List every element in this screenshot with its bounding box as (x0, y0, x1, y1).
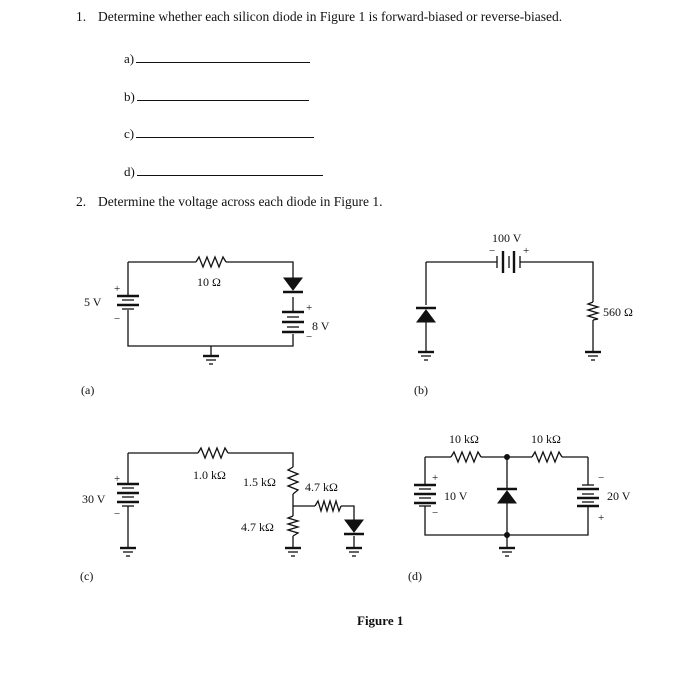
polarity-minus: − (598, 472, 604, 484)
circuit-b: − + 100 V 560 Ω (b) (414, 231, 633, 397)
ground-icon (418, 350, 434, 361)
polarity-minus: − (114, 508, 120, 520)
diode-icon (497, 487, 517, 504)
resistor-label: 560 Ω (603, 305, 633, 319)
resistor-label: 10 kΩ (531, 432, 561, 446)
diode-icon (416, 306, 436, 323)
junction-dot (504, 454, 510, 460)
source-label-100v: 100 V (492, 231, 522, 245)
resistor-label: 1.0 kΩ (193, 468, 226, 482)
source-label-5v: 5 V (84, 295, 102, 309)
answer-blank[interactable] (136, 50, 311, 63)
ground-icon (499, 546, 515, 557)
resistor-icon (314, 498, 342, 514)
resistor-icon (531, 450, 563, 464)
answer-label: a) (124, 51, 135, 66)
question-number: 2. (76, 194, 87, 209)
answer-line-b[interactable]: b) (124, 88, 309, 105)
polarity-minus: − (489, 245, 495, 257)
polarity-plus: + (432, 472, 438, 484)
polarity-plus: + (598, 512, 604, 524)
resistor-icon (450, 450, 482, 464)
battery-icon (496, 251, 521, 273)
ground-icon (585, 350, 601, 361)
answer-label: d) (124, 164, 135, 179)
resistor-icon (585, 301, 601, 321)
resistor-label: 4.7 kΩ (305, 480, 338, 494)
ground-icon (120, 546, 136, 557)
answer-blank[interactable] (136, 163, 323, 176)
polarity-minus: − (114, 313, 120, 325)
source-label-10v: 10 V (444, 489, 468, 503)
source-label-8v: 8 V (312, 319, 330, 333)
question-text: Determine the voltage across each diode … (98, 194, 383, 209)
circuit-d: + − − + 10 kΩ 10 kΩ 10 V 20 V (d) (408, 432, 631, 583)
battery-icon (577, 484, 599, 508)
question-text: Determine whether each silicon diode in … (98, 9, 563, 24)
answer-line-c[interactable]: c) (124, 125, 315, 142)
ground-icon (203, 346, 219, 365)
circuit-label-b: (b) (414, 383, 428, 397)
resistor-label: 10 kΩ (449, 432, 479, 446)
source-label-20v: 20 V (607, 489, 631, 503)
circuit-a: + − + − 5 V 10 Ω 8 V (a) (81, 255, 330, 397)
polarity-plus: + (114, 473, 120, 485)
answer-line-d[interactable]: d) (124, 163, 323, 180)
circuit-label-c: (c) (80, 569, 93, 583)
resistor-label: 4.7 kΩ (241, 520, 274, 534)
ground-icon (346, 546, 362, 557)
resistor-icon (285, 515, 301, 537)
polarity-plus: + (114, 283, 120, 295)
source-label-30v: 30 V (82, 492, 106, 506)
resistor-icon (286, 466, 300, 495)
question-number: 1. (76, 9, 87, 24)
resistor-icon (195, 255, 227, 269)
answer-label: b) (124, 89, 135, 104)
junction-dot (504, 532, 510, 538)
polarity-minus: − (306, 331, 312, 343)
diode-icon (283, 277, 303, 294)
polarity-minus: − (432, 507, 438, 519)
resistor-icon (197, 446, 229, 460)
battery-icon (414, 483, 436, 507)
circuit-c: + − 30 V 1.0 kΩ 1 (80, 446, 364, 583)
battery-icon (117, 482, 139, 507)
answer-blank[interactable] (136, 125, 315, 138)
circuit-label-d: (d) (408, 569, 422, 583)
diode-icon (344, 519, 364, 536)
figure-caption: Figure 1 (357, 613, 403, 628)
question-1: 1. Determine whether each silicon diode i… (76, 9, 562, 25)
ground-icon (285, 546, 301, 557)
answer-line-a[interactable]: a) (124, 50, 311, 67)
answer-blank[interactable] (136, 88, 309, 101)
circuit-label-a: (a) (81, 383, 94, 397)
answer-label: c) (124, 126, 135, 141)
resistor-label: 10 Ω (197, 275, 221, 289)
question-2: 2. Determine the voltage across each diod… (76, 194, 383, 210)
resistor-label: 1.5 kΩ (243, 475, 276, 489)
polarity-plus: + (306, 302, 312, 314)
polarity-plus: + (523, 245, 529, 257)
battery-icon (117, 294, 139, 310)
battery-icon (282, 310, 304, 334)
